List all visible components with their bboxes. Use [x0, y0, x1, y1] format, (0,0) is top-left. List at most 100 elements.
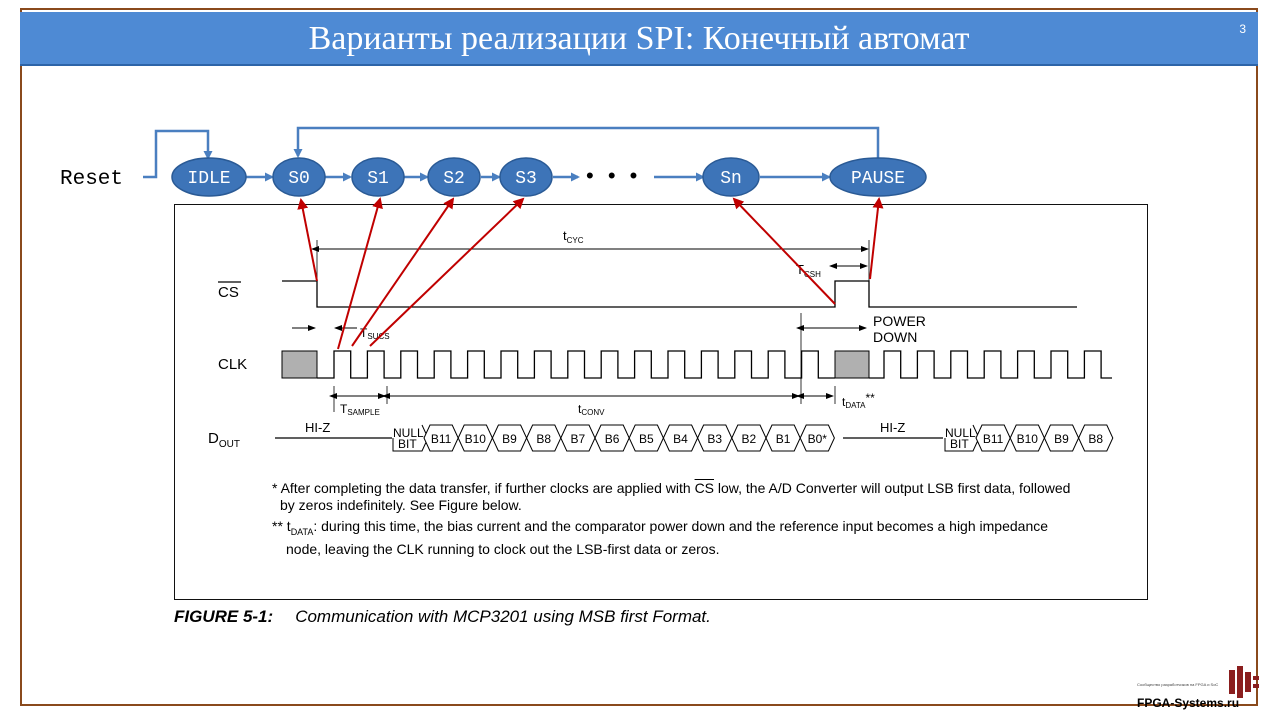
- reset-arrow: [143, 129, 213, 179]
- dout-bit-label: B3: [707, 432, 722, 446]
- dout-bit-cell: B9: [491, 424, 528, 452]
- pointer-to-s3: [369, 197, 525, 347]
- svg-text:tDATA**: tDATA**: [842, 391, 875, 410]
- dout-bit-cell: B11: [975, 424, 1011, 452]
- state-idle-label: IDLE: [187, 169, 230, 189]
- pointer-to-s0: [297, 198, 318, 282]
- reset-label: Reset: [60, 168, 123, 191]
- cs-signal-label: CS: [218, 284, 239, 301]
- state-s3-label: S3: [515, 169, 537, 189]
- dout-bit-label: B9: [502, 432, 517, 446]
- hiz-label-2: HI-Z: [880, 420, 905, 435]
- state-s3: S3: [499, 157, 553, 197]
- dout-bit-label: B4: [673, 432, 688, 446]
- footnote-2-sub: DATA: [290, 526, 314, 537]
- dout-bit-cell: B0*: [799, 424, 835, 452]
- state-machine: Reset • • • IDLE S0 S1 S2: [60, 126, 927, 197]
- dout-bit-cell: B4: [662, 424, 699, 452]
- svg-text:DOUT: DOUT: [208, 430, 240, 450]
- dout-signal-sub: OUT: [219, 439, 240, 450]
- tsucs-label: T: [360, 326, 368, 340]
- dout-bit-label: B1: [776, 432, 791, 446]
- dout-bit-label: B8: [536, 432, 551, 446]
- clk-idle-block-2: [834, 350, 870, 379]
- dout-bit-label: B11: [983, 432, 1004, 446]
- dout-bit-cell: B10: [457, 424, 493, 452]
- down-label: DOWN: [873, 329, 917, 345]
- dout-bit-label: B6: [605, 432, 620, 446]
- null-label-2: NULL: [945, 426, 976, 440]
- dout-bit-cell: B2: [731, 424, 767, 452]
- clk-signal-label: CLK: [218, 356, 247, 373]
- state-idle: IDLE: [171, 157, 247, 197]
- footnote-1-post: low, the A/D Converter will output LSB f…: [714, 480, 1071, 496]
- dout-bit-cell: B1: [765, 424, 801, 452]
- svg-text:TCSH: TCSH: [796, 262, 821, 279]
- null-bit-cell-2: NULL BIT: [944, 424, 980, 452]
- footnote-1: * After completing the data transfer, if…: [272, 480, 1102, 514]
- dout-bit-label: B0*: [808, 432, 828, 446]
- cs-waveform: [282, 280, 1077, 308]
- tcyc-sub: CYC: [567, 236, 584, 245]
- pointer-to-pause: [869, 197, 884, 280]
- dout-bit-label: B10: [465, 432, 487, 446]
- dout-bit-label: B2: [742, 432, 757, 446]
- dout-bit-cell: B9: [1043, 424, 1080, 452]
- power-label: POWER: [873, 313, 926, 329]
- fpga-systems-logo: Сообщество разработчиков на FPGA и SoC F…: [1137, 666, 1263, 710]
- state-pause-label: PAUSE: [851, 169, 905, 189]
- dout-bit-cell: B7: [560, 424, 596, 452]
- figure-number: FIGURE 5-1:: [174, 607, 274, 626]
- logo-mark-icon: [1229, 666, 1259, 698]
- clk-idle-block-1: [281, 350, 318, 379]
- state-s1: S1: [351, 157, 405, 197]
- svg-text:TSAMPLE: TSAMPLE: [340, 402, 380, 417]
- tsample-label: T: [340, 402, 348, 416]
- state-sn-label: Sn: [720, 169, 742, 189]
- footnote-2-pre: ** t: [272, 518, 291, 534]
- pointer-to-sn: [732, 197, 836, 305]
- tsample-sub: SAMPLE: [347, 408, 379, 417]
- footnote-2-line2: node, leaving the CLK running to clock o…: [286, 540, 720, 557]
- dout-bit-label: B10: [1017, 432, 1039, 446]
- bit-label-1: BIT: [398, 437, 417, 451]
- tcyc-label: t: [563, 228, 567, 243]
- dout-bit-label: B7: [571, 432, 586, 446]
- dout-bit-cell: B5: [628, 424, 664, 452]
- footnote-1-line2: by zeros indefinitely. See Figure below.: [280, 497, 522, 513]
- figure-caption: FIGURE 5-1:Communication with MCP3201 us…: [174, 607, 711, 627]
- tcsh-sub: CSH: [804, 270, 821, 279]
- dout-bit-cell: B11: [423, 424, 459, 452]
- state-s2: S2: [427, 157, 481, 197]
- ellipsis-dots: • • •: [586, 163, 641, 188]
- dout-bit-cell: B10: [1009, 424, 1045, 452]
- footnote-1-cs: CS: [694, 480, 715, 496]
- dout-bits-first: B11 B10 B9 B8 B7 B6 B5 B4 B3 B2 B1 B0*: [423, 424, 835, 452]
- tconv-sub: CONV: [581, 408, 605, 417]
- dout-bit-label: B9: [1054, 432, 1069, 446]
- pointer-to-s2: [351, 197, 455, 347]
- footnote-2-line1: : during this time, the bias current and…: [313, 518, 1049, 534]
- state-s0: S0: [272, 157, 326, 197]
- tdata-sub: DATA: [845, 401, 866, 410]
- slide-title: Варианты реализации SPI: Конечный автома…: [308, 20, 970, 57]
- state-s1-label: S1: [367, 169, 389, 189]
- slide-number: 3: [1239, 22, 1246, 36]
- timing-diagram: tCYC TCSH CS TSUCS POWER DOWN CLK TSAMPL…: [208, 197, 1114, 452]
- hiz-label-1: HI-Z: [305, 420, 330, 435]
- title-bar: Варианты реализации SPI: Конечный автома…: [20, 12, 1258, 66]
- logo-site: FPGA-Systems.ru: [1137, 696, 1240, 710]
- tdata-suffix: **: [866, 391, 876, 405]
- state-s2-label: S2: [443, 169, 465, 189]
- pointer-to-s1: [337, 197, 383, 350]
- slide-frame: [20, 8, 1258, 706]
- state-pause: PAUSE: [829, 157, 927, 197]
- clk-waveform: [317, 350, 1112, 379]
- state-pointer-arrows: [297, 197, 884, 350]
- logo-tagline: Сообщество разработчиков на FPGA и SoC: [1137, 682, 1219, 687]
- dout-bit-label: B5: [639, 432, 654, 446]
- dout-bit-label: B8: [1088, 432, 1103, 446]
- null-bit-cell-1: NULL BIT: [392, 424, 429, 452]
- state-sn: Sn: [702, 157, 760, 197]
